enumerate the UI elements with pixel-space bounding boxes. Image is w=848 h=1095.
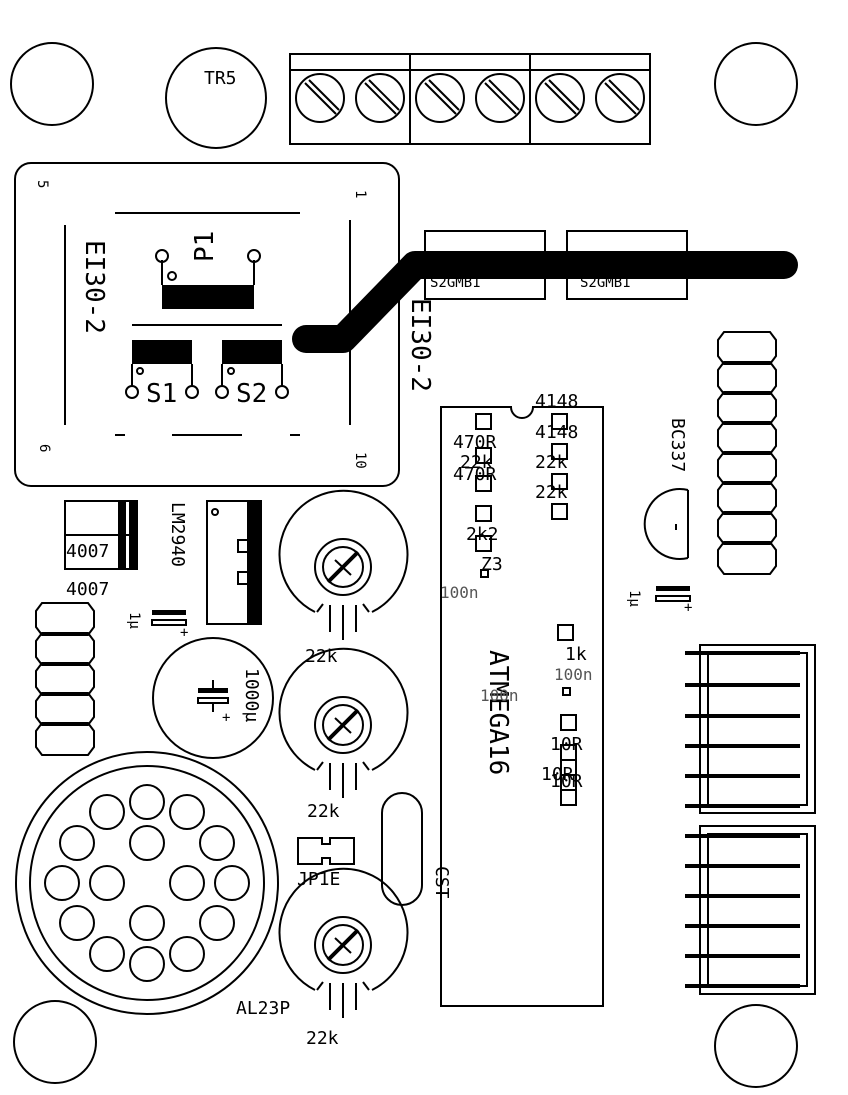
cap-1000u: + 1000µ <box>152 637 274 759</box>
z3-label: Z3 <box>481 554 503 575</box>
r-22k-b-label: 22k <box>535 452 568 473</box>
r-10r-a-label: 10R <box>550 734 583 755</box>
mounting-hole-top-left <box>10 42 94 126</box>
r-22k-c-label: 22k <box>535 482 568 503</box>
r-2k2-label: 2k2 <box>466 524 499 545</box>
crystal-label: CST <box>431 866 452 899</box>
pin5-label: 5 <box>34 180 50 188</box>
screw-terminal-block <box>289 53 651 145</box>
screw-4 <box>475 73 525 123</box>
p1-label: P1 <box>190 231 220 262</box>
pin1-label: 1 <box>352 190 368 198</box>
svg-text:+: + <box>180 625 188 641</box>
r-22k-a-label: 22k <box>460 452 493 473</box>
connector-right-upper <box>685 644 816 814</box>
tr5-component: TR5 <box>165 47 267 149</box>
crystal-cst: CST <box>381 792 452 906</box>
r-10r-b-label: 10R <box>541 764 574 785</box>
pin6-label: 6 <box>36 444 52 452</box>
power-trace <box>292 251 798 353</box>
s1-label: S1 <box>146 379 177 409</box>
screw-2 <box>355 73 405 123</box>
pot1-label: 22k <box>305 646 338 667</box>
pin-header-left <box>35 602 95 756</box>
speaker-al23p: AL23P <box>15 751 290 1019</box>
jumper-jp1e: JP1E <box>297 837 355 890</box>
tr5-label: TR5 <box>204 68 237 89</box>
cap-1u-left-label: 1µ <box>126 612 142 629</box>
mcu-atmega16: ATMEGA16 <box>440 406 604 1007</box>
r-1k-label: 1k <box>565 644 587 665</box>
diodes-4007: 4007 4007 <box>64 500 138 600</box>
mounting-hole-top-right <box>714 42 798 126</box>
mounting-hole-bottom-left <box>13 1000 97 1084</box>
d-4148-a-label: 4148 <box>535 391 578 412</box>
pin10-label: 10 <box>352 452 368 469</box>
cap-1u-left: + 1µ <box>126 610 188 641</box>
c-100n-c-label: 100n <box>480 686 519 705</box>
transformer-label-ext: EI30-2 <box>405 298 435 392</box>
r-470-b-label: 470R <box>453 464 497 485</box>
c-100n-a-label: 100n <box>440 583 479 602</box>
cap-1000u-label: 1000µ <box>241 668 262 722</box>
transistor-bc337: BC337 <box>643 418 689 560</box>
r-10r-c-label: 10R <box>550 771 583 792</box>
regulator-lm2940: LM2940 <box>167 500 262 625</box>
s2-label: S2 <box>236 379 267 409</box>
screw-3 <box>415 73 465 123</box>
jumper-label: JP1E <box>297 869 340 890</box>
d-4148-b-label: 4148 <box>535 422 578 443</box>
cap-1u-right-label: 1µ <box>626 590 642 607</box>
pin-header-right <box>717 331 777 575</box>
transformer-ei30: P1 S1 S2 EI30-2 5 1 6 10 <box>14 162 400 487</box>
c-100n-b-label: 100n <box>554 665 593 684</box>
cap-1u-right: + 1µ <box>626 586 692 616</box>
screw-5 <box>535 73 585 123</box>
regulator-label: LM2940 <box>167 502 188 567</box>
mcu-label: ATMEGA16 <box>483 650 513 775</box>
pot2-label: 22k <box>307 801 340 822</box>
pot-1: 22k <box>278 489 409 667</box>
transistor-label: BC337 <box>667 418 688 472</box>
screw-1 <box>295 73 345 123</box>
diode2-label: 4007 <box>66 579 109 600</box>
pot-3: 22k <box>278 867 409 1049</box>
speaker-label: AL23P <box>236 998 290 1019</box>
connector-right-lower <box>685 825 816 995</box>
transformer-label: EI30-2 <box>79 240 109 334</box>
svg-text:+: + <box>684 600 692 616</box>
diode1-label: 4007 <box>66 541 109 562</box>
svg-text:+: + <box>222 710 230 726</box>
screw-6 <box>595 73 645 123</box>
pot3-label: 22k <box>306 1028 339 1049</box>
mounting-hole-bottom-right <box>714 1004 798 1088</box>
r-470-a-label: 470R <box>453 432 497 453</box>
mcu-area-parts: 4148 4148 470R 22k 470R 22k 22k 2k2 Z3 1… <box>440 391 593 806</box>
pot-2: 22k <box>278 647 409 822</box>
